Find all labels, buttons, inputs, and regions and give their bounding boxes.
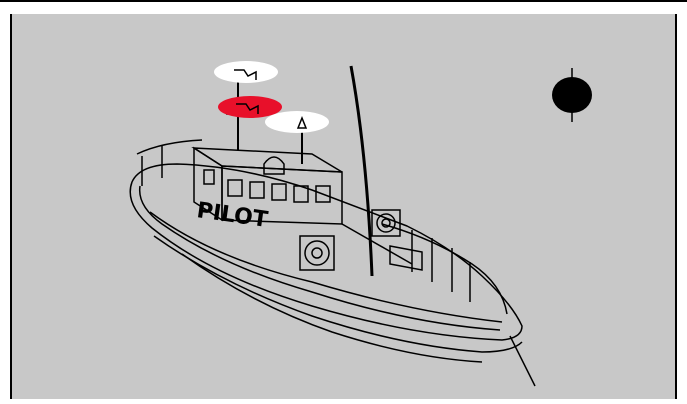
top-rule — [0, 0, 687, 2]
gray-background — [12, 14, 675, 399]
pilot-vessel-illustration: PILOT — [12, 14, 675, 399]
stern-light — [265, 111, 329, 133]
illustration-panel: PILOT — [10, 14, 677, 399]
ball-shape — [552, 77, 592, 113]
red-light — [218, 96, 282, 118]
